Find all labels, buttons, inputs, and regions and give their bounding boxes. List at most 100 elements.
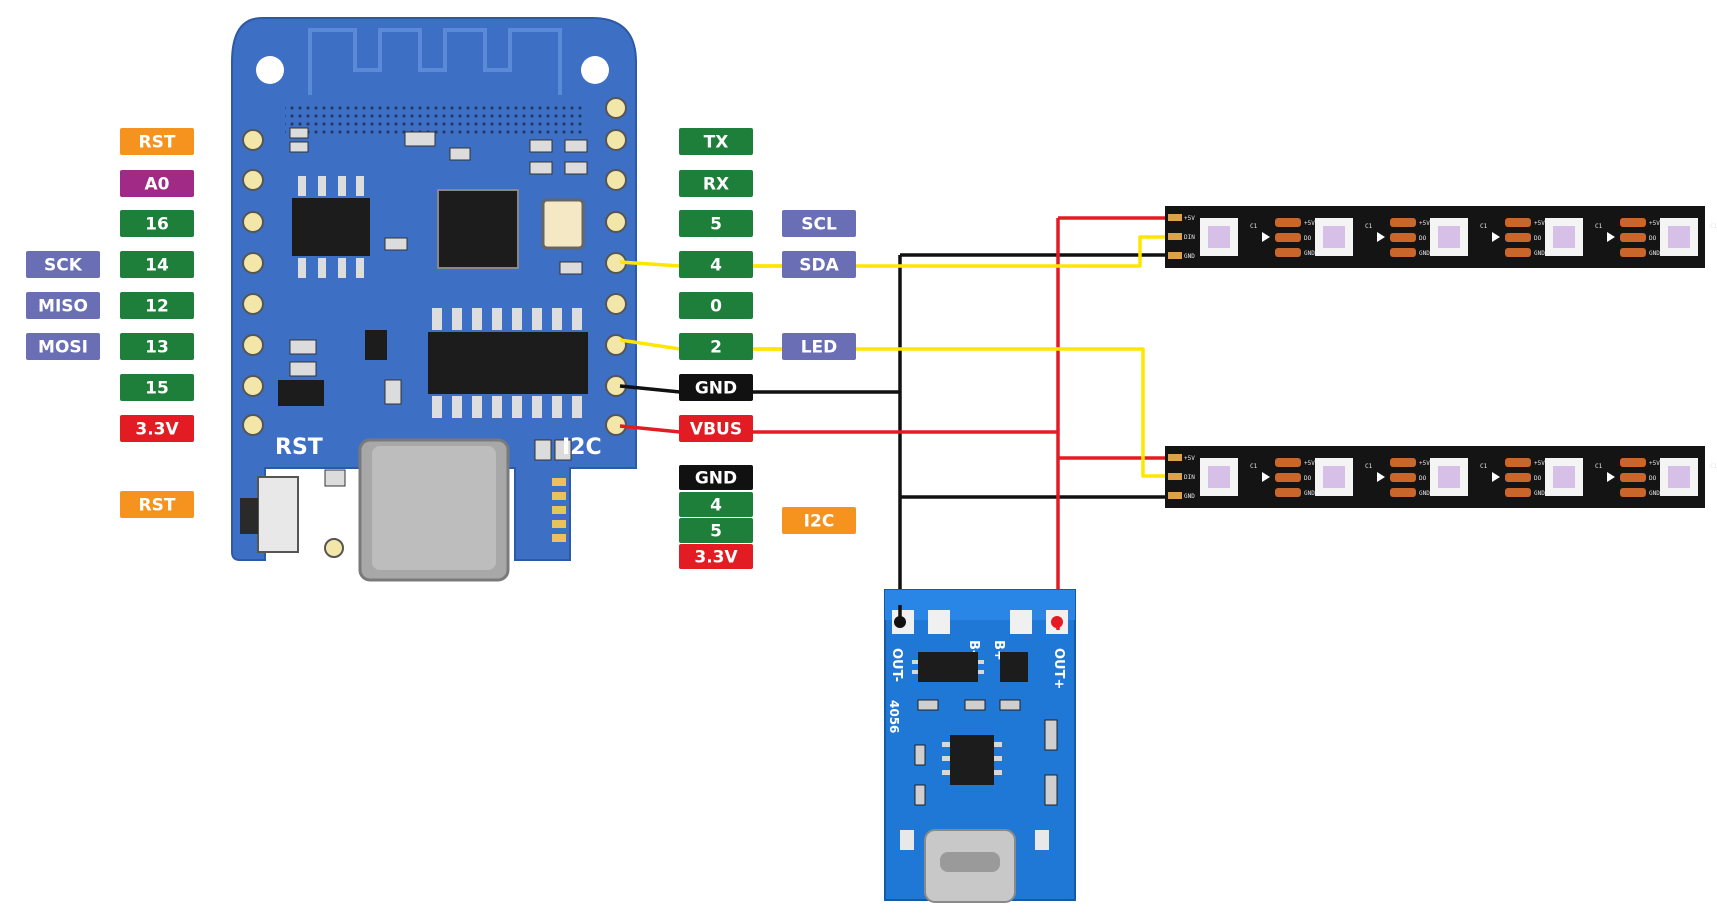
strip1-input-pad-label-1: DIN [1184, 234, 1195, 241]
strip2-cap-label-1: C1 [1365, 463, 1373, 470]
right-pin-1-text: RX [703, 175, 729, 195]
spi-label-miso-box [26, 292, 100, 319]
left-pin-7: 3.3V [120, 415, 194, 442]
strip1-res-2b [1505, 233, 1531, 242]
strip1-out-label-0-0: +5V [1304, 220, 1315, 227]
strip1-out-label-1-2: GND [1419, 250, 1430, 257]
charger-module: B- B+ OUT- OUT+ 4056 [884, 589, 1076, 903]
wires [619, 216, 1170, 630]
right-pin-3-text: 4 [710, 256, 722, 276]
strip1-input-pad-1 [1168, 233, 1182, 240]
esp-chip [437, 189, 519, 269]
pad-b-minus [928, 610, 950, 634]
strip1-led-1-die [1323, 226, 1345, 248]
strip1-out-label-0-1: DO [1304, 235, 1312, 242]
led-strip-bottom: +5VDINGNDC1+5VDOGNDC1+5VDOGNDC1+5VDOGNDC… [1165, 446, 1717, 508]
left-pin-6: 15 [120, 374, 194, 401]
strip1-res-0b [1275, 233, 1301, 242]
right-pin-1-box [679, 170, 753, 197]
right-pin-3-box [679, 251, 753, 278]
strip1-res-1c [1390, 248, 1416, 257]
strip1-out-label-3-1: DO [1649, 235, 1657, 242]
i2c-pin-0-text: GND [695, 469, 737, 489]
right-pin-5: 2 [679, 333, 753, 360]
right-pin-0-box [679, 128, 753, 155]
strip1-res-1a [1390, 218, 1416, 227]
right-header [605, 97, 627, 436]
right-pin-6-box [679, 374, 753, 401]
left-pin-1: A0 [120, 170, 194, 197]
strip1-led-2-die [1438, 226, 1460, 248]
i2c-pin-2-box [679, 518, 753, 543]
strip1-led-4-die [1668, 226, 1690, 248]
wire-led [619, 338, 1170, 478]
strip2-res-0c [1275, 488, 1301, 497]
strip1-out-label-2-0: +5V [1534, 220, 1545, 227]
reset-button[interactable] [257, 476, 299, 553]
strip2-arrow-0 [1262, 472, 1270, 482]
strip1-input-pad-2 [1168, 252, 1182, 259]
i2c-label-text: I2C [804, 512, 835, 532]
strip2-cap-label-0: C1 [1250, 463, 1258, 470]
i2c-pin-0-box [679, 465, 753, 490]
strip1-out-label-1-1: DO [1419, 235, 1427, 242]
strip2-out-label-3-1: DO [1649, 475, 1657, 482]
spi-label-mosi-text: MOSI [38, 338, 88, 358]
spi-label-mosi: MOSI [26, 333, 100, 360]
strip2-input-pad-label-1: DIN [1184, 474, 1195, 481]
strip2-res-1a [1390, 458, 1416, 467]
left-pin-6-box [120, 374, 194, 401]
strip2-out-label-1-2: GND [1419, 490, 1430, 497]
strip2-input-pad-1 [1168, 473, 1182, 480]
i2c-pin-0: GND [679, 465, 753, 490]
strip2-res-2b [1505, 473, 1531, 482]
alt-label-scl-text: SCL [801, 215, 837, 235]
left-pin-1-box [120, 170, 194, 197]
spi-label-miso-text: MISO [38, 297, 88, 317]
right-pin-7-text: VBUS [690, 420, 742, 440]
strip1-res-2c [1505, 248, 1531, 257]
strip2-cap-label-3: C1 [1595, 463, 1603, 470]
strip1-out-label-2-2: GND [1534, 250, 1545, 257]
strip2-cap-label-4: C1 [1710, 463, 1717, 470]
strip2-res-2c [1505, 488, 1531, 497]
spi-pin-labels: SCK MISO MOSI [26, 251, 100, 360]
strip1-res-2a [1505, 218, 1531, 227]
strip2-cap-label-2: C1 [1480, 463, 1488, 470]
strip1-led-3-die [1553, 226, 1575, 248]
strip1-out-label-1-0: +5V [1419, 220, 1430, 227]
left-pin-4-box [120, 292, 194, 319]
strip1-led-0-die [1208, 226, 1230, 248]
charger-out-plus: OUT+ [1051, 648, 1066, 689]
spi-label-sck: SCK [26, 251, 100, 278]
left-pin-5-text: 13 [145, 338, 169, 358]
strip1-res-3c [1620, 248, 1646, 257]
i2c-pin-1: 4 [679, 492, 753, 517]
right-pin-0: TX [679, 128, 753, 155]
strip2-led-4-die [1668, 466, 1690, 488]
left-pin-2-box [120, 210, 194, 237]
strip1-arrow-1 [1377, 232, 1385, 242]
alt-label-led: LED [782, 333, 856, 360]
charger-b-minus: B- [966, 640, 981, 655]
strip2-out-label-3-2: GND [1649, 490, 1660, 497]
d1-mini-board: RST I2C [231, 17, 637, 582]
i2c-pin-1-box [679, 492, 753, 517]
board-silk-i2c: I2C [562, 435, 602, 460]
strip2-res-3a [1620, 458, 1646, 467]
strip1-out-label-3-2: GND [1649, 250, 1660, 257]
right-pin-5-text: 2 [710, 338, 722, 358]
strip2-led-2-die [1438, 466, 1460, 488]
left-pin-0: RST [120, 128, 194, 155]
spi-label-mosi-box [26, 333, 100, 360]
spi-label-sck-box [26, 251, 100, 278]
strip1-input-pad-0 [1168, 214, 1182, 221]
strip1-res-0c [1275, 248, 1301, 257]
